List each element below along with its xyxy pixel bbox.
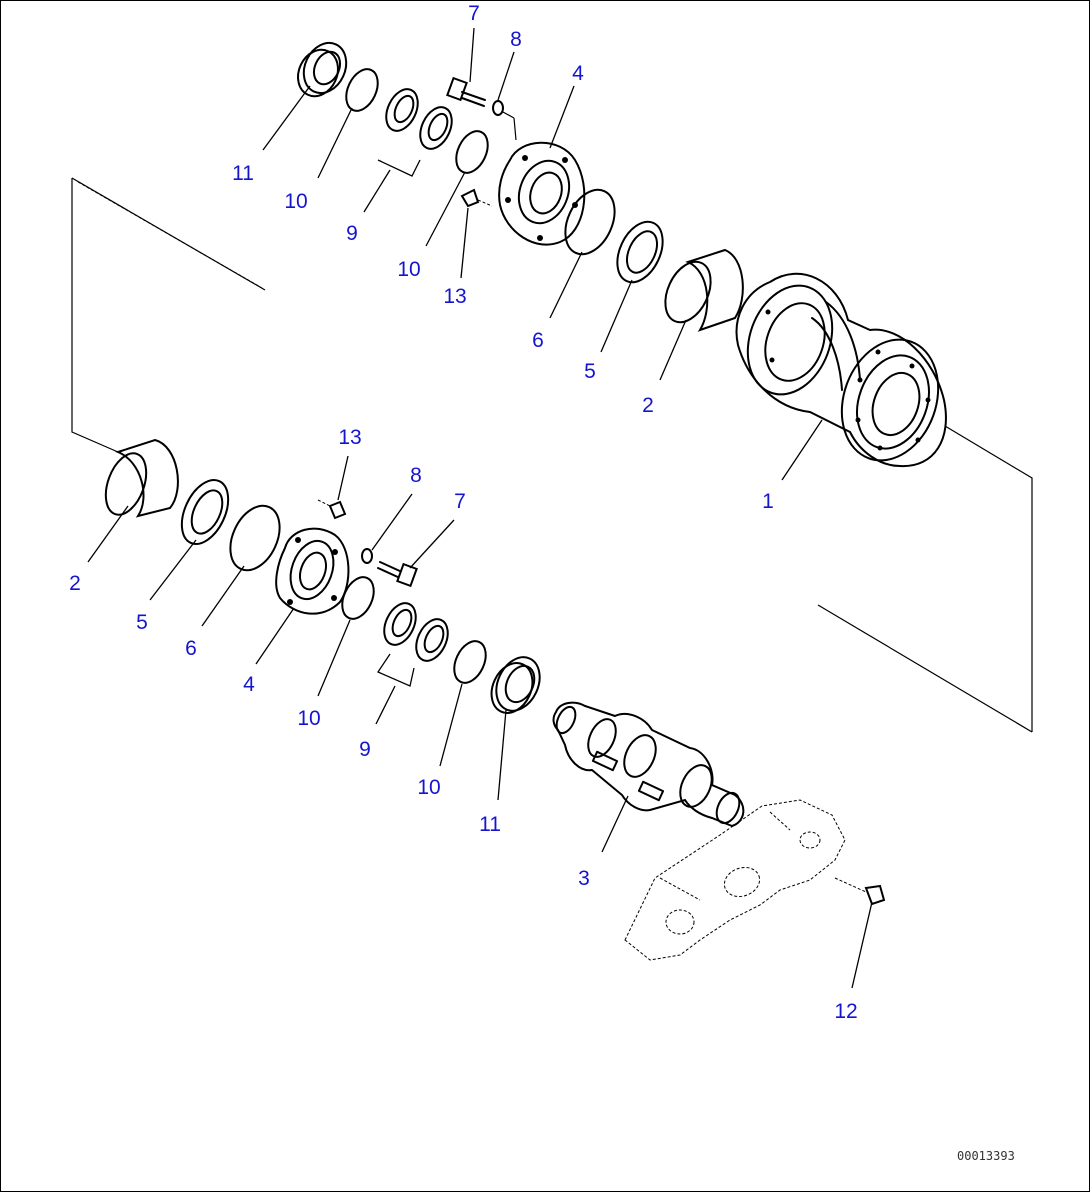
washer-part-8-top <box>492 100 504 116</box>
callout-11-bottom: 11 <box>479 813 501 836</box>
callout-10-top-a: 10 <box>284 190 307 213</box>
upper-assembly <box>297 41 947 468</box>
callout-8-bottom: 8 <box>410 464 422 487</box>
boundary-lines <box>71 177 1033 733</box>
callout-8-top: 8 <box>510 28 522 51</box>
callout-13-top: 13 <box>443 285 466 308</box>
callout-5-top: 5 <box>584 360 596 383</box>
track-frame-bracket <box>624 799 846 961</box>
o-ring-part-6-top <box>564 188 616 256</box>
callout-4-top: 4 <box>572 62 584 85</box>
callout-labels: 7 8 4 11 10 9 10 13 6 5 2 1 13 8 7 2 5 6… <box>69 2 858 1023</box>
lower-assembly <box>104 438 886 961</box>
shaft-part-3 <box>552 701 745 828</box>
bushing-part-2-top <box>664 248 744 332</box>
callout-1: 1 <box>762 490 774 513</box>
collar-part-4-bottom <box>275 527 350 615</box>
leader-lines <box>87 27 873 989</box>
callout-9-top: 9 <box>346 222 358 245</box>
collar-part-4-top <box>498 141 586 246</box>
floating-seal-part-11-bottom <box>490 656 541 714</box>
washer-part-8-bottom <box>361 548 373 564</box>
callout-12: 12 <box>834 1000 857 1023</box>
bolt-part-7-bottom <box>377 561 418 588</box>
callout-7-top: 7 <box>468 2 480 25</box>
callout-3: 3 <box>578 867 590 890</box>
roller-part-1 <box>735 272 947 468</box>
callout-5-bottom: 5 <box>136 611 148 634</box>
callout-2-bottom: 2 <box>69 572 81 595</box>
o-ring-part-10-bottom-b <box>453 640 487 684</box>
callout-6-bottom: 6 <box>185 637 197 660</box>
callout-4-bottom: 4 <box>243 673 255 696</box>
callout-2-top: 2 <box>642 394 654 417</box>
seal-ring-part-9-top <box>377 88 453 177</box>
callout-13-bottom: 13 <box>338 426 361 449</box>
o-ring-part-6-bottom <box>229 504 281 572</box>
callout-9-bottom: 9 <box>359 738 371 761</box>
callout-10-top-b: 10 <box>397 258 420 281</box>
callout-10-bottom-b: 10 <box>417 776 440 799</box>
bolt-part-7-top <box>446 76 486 107</box>
bushing-part-2-bottom <box>104 438 179 518</box>
callout-7-bottom: 7 <box>454 490 466 513</box>
plug-part-13-top <box>460 188 480 208</box>
callout-11-top: 11 <box>232 162 254 185</box>
thrust-plate-part-5-top <box>616 220 664 284</box>
drawing-code: 00013393 <box>957 1149 1015 1163</box>
seal-ring-part-9-bottom <box>377 602 449 687</box>
thrust-plate-part-5-bottom <box>180 479 230 545</box>
callout-6-top: 6 <box>532 329 544 352</box>
floating-seal-part-11-top <box>297 41 348 98</box>
o-ring-part-10-top-a <box>345 68 379 112</box>
plug-part-13-bottom <box>328 500 347 520</box>
o-ring-part-10-bottom-a <box>341 576 375 620</box>
bolt-part-12 <box>834 877 886 906</box>
o-ring-part-10-top-b <box>455 130 489 174</box>
callout-10-bottom-a: 10 <box>297 707 320 730</box>
